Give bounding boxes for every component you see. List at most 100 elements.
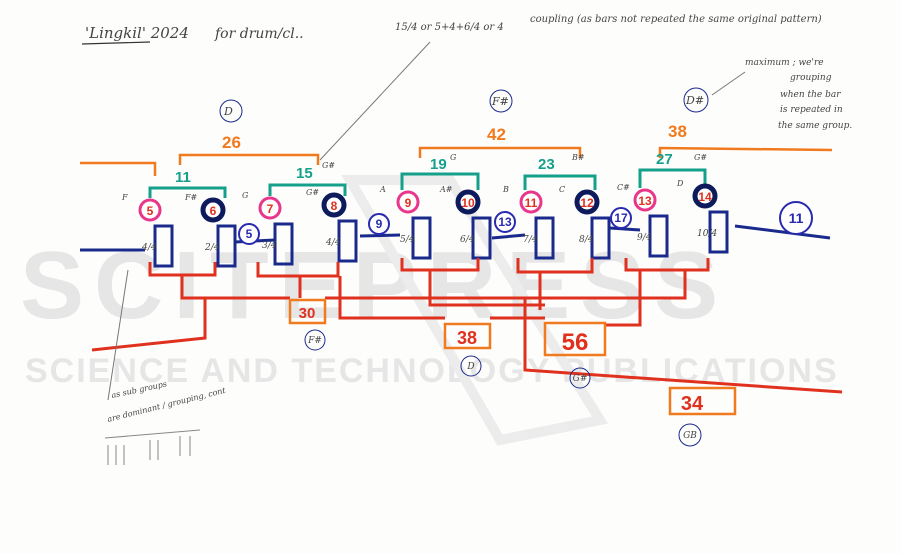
red-group-30: 30 (299, 305, 316, 322)
bar-meter: 4/4 (141, 243, 157, 253)
red-group-38: 38 (457, 328, 477, 348)
bar-meter: 2/4 (204, 243, 220, 253)
bar-12: 8/4 12 C (559, 185, 611, 260)
watermark-main: SCITEPRESS (20, 232, 728, 339)
bar-meter: 7/4 (523, 235, 538, 245)
svg-text:grouping: grouping (790, 73, 832, 83)
bar-meter: 8/4 (579, 235, 594, 245)
bar-pitch: G# (306, 188, 319, 197)
bar-pitch: B (502, 185, 509, 194)
svg-text:is repeated in: is repeated in (780, 105, 843, 115)
bar-box (534, 216, 555, 260)
bar-10: 6/4 10 A# (439, 185, 492, 260)
bar-pitch: A# (439, 185, 453, 194)
bar-pitch: G (242, 191, 249, 200)
note-right: maximum ; we're grouping when the bar is… (745, 58, 852, 131)
bar-5: 4/4 5 F (121, 193, 174, 268)
bar-box (153, 224, 174, 268)
svg-text:GB: GB (683, 431, 697, 441)
bar-box (471, 216, 492, 260)
svg-text:G: G (450, 153, 457, 162)
bar-box (273, 222, 294, 266)
bar-number-circle (519, 190, 543, 214)
svg-text:the same group.: the same group. (778, 121, 852, 131)
watermark: SCITEPRESS SCIENCE AND TECHNOLOGY PUBLIC… (20, 175, 837, 446)
bar-number: 5 (147, 204, 154, 218)
bar-14: 10/4 14 D (676, 179, 729, 254)
link-number: 17 (614, 211, 628, 225)
pitch-label-d: D (223, 105, 233, 118)
svg-text:G#: G# (694, 153, 707, 162)
pitch-label-dsharp: D# (685, 94, 704, 107)
bar-number: 8 (331, 199, 338, 213)
bar-box (216, 224, 237, 268)
bar-6: 2/4 6 F# (184, 193, 237, 268)
bar-box (708, 210, 729, 254)
teal-group-11: 11 (175, 169, 191, 186)
note-top: coupling (as bars not repeated the same … (530, 14, 822, 25)
red-group-56: 56 (562, 329, 589, 356)
bar-number-circle (138, 198, 162, 222)
svg-text:B#: B# (571, 153, 585, 162)
svg-text:D: D (466, 362, 474, 372)
bar-number: 7 (267, 202, 274, 216)
bar-number-circle (200, 197, 226, 223)
bar-13: 9/4 13 C# (617, 183, 669, 258)
bar-number: 12 (580, 196, 594, 210)
teal-group-23: 23 (538, 156, 555, 173)
bar-8: 4/48G# (306, 188, 358, 263)
bar-number-circle (396, 190, 420, 214)
header-title: 'Lingkil' 2024 (85, 24, 189, 42)
svg-text:when the bar: when the bar (780, 90, 841, 100)
bar-box (411, 216, 432, 260)
bar-pitch: A (379, 185, 386, 194)
bar-meter: 6/4 (460, 235, 475, 245)
bar-number-circle (633, 188, 657, 212)
bar-number-circle (455, 189, 481, 215)
sketch-icon (104, 429, 201, 465)
bar-number: 10 (461, 196, 475, 210)
bar-box (337, 219, 358, 263)
bar-pitch: C# (617, 183, 630, 192)
bar-number: 14 (698, 190, 712, 204)
bar-pitch: F# (184, 193, 198, 202)
bar-meter: 5/4 (400, 235, 415, 245)
orange-group-38: 38 (668, 122, 687, 141)
teal-group-27: 27 (656, 151, 673, 168)
red-group-34: 34 (681, 393, 704, 415)
bar-number-circle (321, 192, 347, 218)
link-number: 11 (789, 210, 804, 226)
bar-meter: 3/4 (262, 241, 277, 251)
bar-number-circle (574, 189, 600, 215)
teal-group-15: 15 (296, 165, 313, 182)
bar-number-circle (258, 196, 282, 220)
link-number: 5 (246, 227, 253, 241)
svg-text:maximum ; we're: maximum ; we're (745, 58, 824, 68)
svg-text:G#: G# (573, 374, 588, 384)
bar-number: 11 (525, 196, 538, 210)
bar-pitch: C (559, 185, 565, 194)
link-number: 13 (498, 215, 512, 229)
bar-pitch: D (676, 179, 684, 188)
bar-9: 5/4 9 A (379, 185, 432, 260)
pitch-label-fsharp: F# (491, 95, 509, 108)
bar-meter: 10/4 (697, 229, 717, 239)
link-number: 9 (376, 217, 383, 231)
bar-box (648, 214, 669, 258)
svg-text:G#: G# (322, 161, 335, 170)
svg-text:F#: F# (307, 336, 322, 346)
orange-group-42: 42 (487, 125, 506, 144)
bar-pitch: F (121, 193, 128, 202)
bar-number: 13 (638, 194, 652, 208)
header-subtitle: for drum/cl.. (214, 26, 304, 42)
bar-meter: 9/4 (637, 233, 652, 243)
bar-number-circle (692, 183, 718, 209)
bar-number: 6 (210, 204, 217, 218)
note-fraction: 15/4 or 5+4+6/4 or 4 (395, 22, 504, 33)
orange-group-26: 26 (222, 133, 241, 152)
bar-11: 7/4 11 B (502, 185, 555, 260)
bar-box (590, 216, 611, 260)
bar-7: 3/4 7 G (242, 191, 294, 266)
